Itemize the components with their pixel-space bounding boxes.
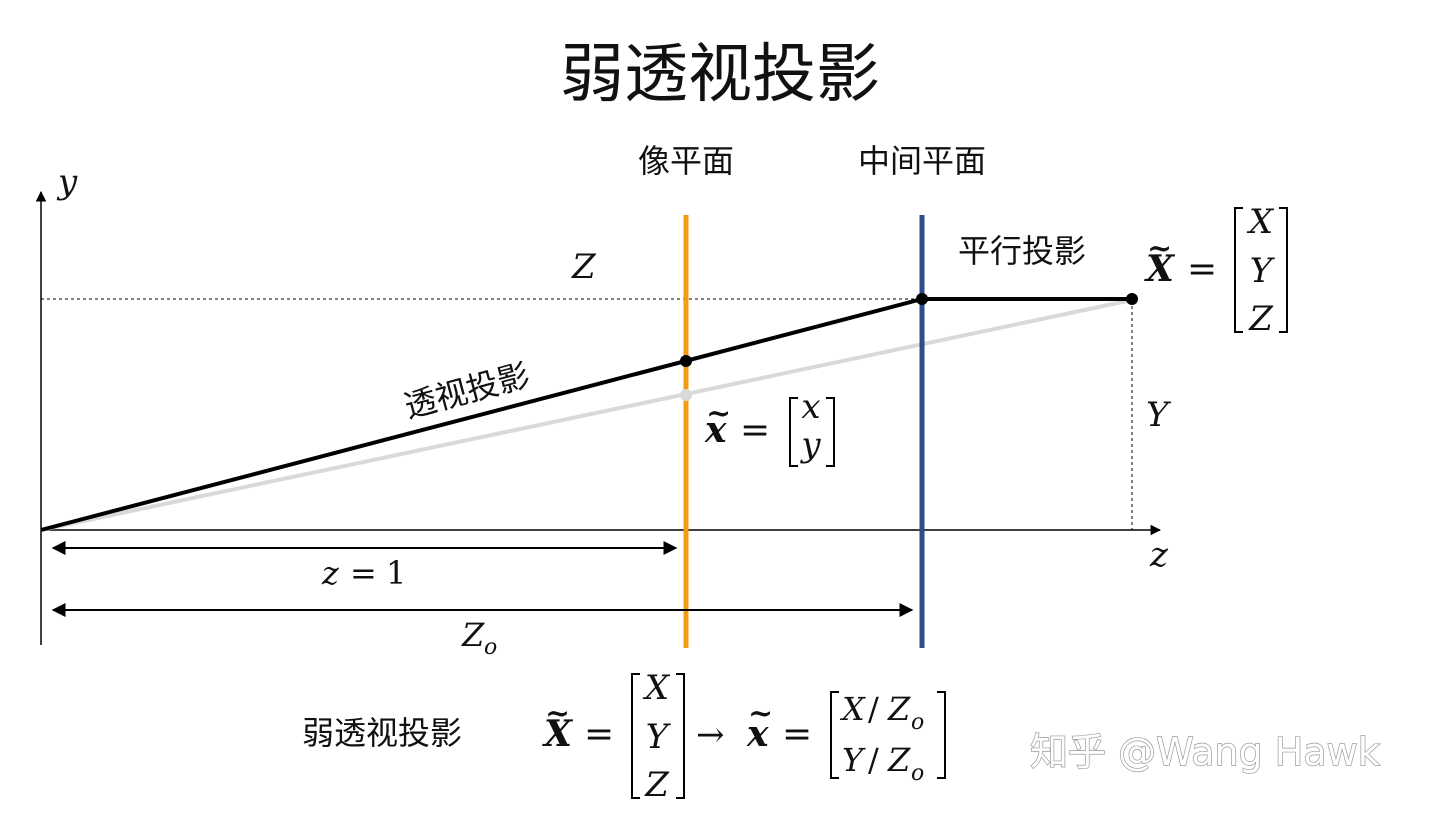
world-point xyxy=(1126,293,1138,305)
Z-height-label: Z xyxy=(571,247,597,287)
image-point-symbol: x xyxy=(704,409,727,451)
bottom-lhs-vec-1: Y xyxy=(646,717,672,757)
svg-text:o: o xyxy=(484,635,497,660)
image-point-bracket-left xyxy=(789,397,798,467)
bottom-label: 弱透视投影 xyxy=(302,714,462,752)
svg-text:z: z xyxy=(321,554,340,592)
image-point-vec-1: y xyxy=(799,425,821,465)
bottom-rhs-symbol: x xyxy=(746,713,769,755)
page-title: 弱透视投影 xyxy=(560,38,880,112)
image-point-bracket-right xyxy=(826,397,835,467)
parallel-projection-label: 平行投影 xyxy=(958,232,1086,270)
y-axis-label: y xyxy=(56,162,78,202)
middle-plane-label: 中间平面 xyxy=(858,142,986,180)
world-point-vec-1: Y xyxy=(1250,251,1276,291)
z-axis-label: z xyxy=(1149,535,1169,575)
bottom-rhs-bracket-right xyxy=(937,691,946,779)
world-point-symbol: X xyxy=(1144,248,1176,290)
svg-text:X: X xyxy=(839,690,866,728)
watermark: 知乎 @Wang Hawk xyxy=(1030,730,1380,774)
depth-label: Z o xyxy=(461,616,497,660)
svg-text:/: / xyxy=(868,690,879,728)
svg-text:Z: Z xyxy=(461,616,485,654)
bottom-lhs-bracket-left xyxy=(631,673,640,799)
bottom-rhs-tilde: ~ xyxy=(748,696,773,731)
true-perspective-ray xyxy=(40,298,1133,532)
image-point-equation: ~ x = x y xyxy=(704,387,835,467)
image-point-equals: = xyxy=(740,410,770,451)
svg-text:Z: Z xyxy=(887,690,911,728)
bottom-lhs-tilde: ~ xyxy=(545,696,570,731)
bottom-lhs-symbol: X xyxy=(542,713,574,755)
svg-text:/: / xyxy=(868,741,879,779)
world-point-bracket-right xyxy=(1279,207,1288,333)
world-point-vec-2: Z xyxy=(1248,299,1274,339)
svg-text:1: 1 xyxy=(386,554,406,592)
world-point-vec-0: X xyxy=(1246,202,1275,242)
perspective-projection-label: 透视投影 xyxy=(400,356,533,426)
true-image-point xyxy=(680,389,692,401)
bottom-rhs-row-1: Y / Z o xyxy=(842,741,924,786)
bottom-lhs-vec-0: X xyxy=(642,668,671,708)
projected-image-point xyxy=(680,355,692,367)
bottom-rhs-equals: = xyxy=(782,714,812,755)
perspective-ray xyxy=(40,297,923,532)
Y-height-label: Y xyxy=(1146,395,1172,435)
bottom-lhs-bracket-right xyxy=(676,673,685,799)
focal-length-label: z = 1 xyxy=(321,554,406,592)
svg-text:o: o xyxy=(911,710,924,735)
svg-text:=: = xyxy=(350,554,377,592)
world-point-bracket-left xyxy=(1234,207,1243,333)
svg-text:Z: Z xyxy=(887,741,911,779)
world-point-tilde: ~ xyxy=(1147,231,1172,266)
middle-plane-point xyxy=(916,293,928,305)
bottom-lhs-equals: = xyxy=(584,714,614,755)
world-point-equals: = xyxy=(1187,249,1217,290)
bottom-arrow: → xyxy=(696,715,725,755)
bottom-equation: ~ X = X Y Z → ~ x = X / Z o Y / Z o xyxy=(542,668,946,805)
svg-text:Y: Y xyxy=(842,741,866,779)
bottom-rhs-bracket-left xyxy=(830,691,839,779)
bottom-rhs-row-0: X / Z o xyxy=(839,690,924,735)
bottom-lhs-vec-2: Z xyxy=(644,765,670,805)
image-point-vec-0: x xyxy=(801,387,820,427)
svg-text:o: o xyxy=(911,761,924,786)
world-point-equation: ~ X = X Y Z xyxy=(1144,202,1288,339)
image-plane-label: 像平面 xyxy=(638,142,734,180)
image-point-tilde: ~ xyxy=(706,396,731,431)
